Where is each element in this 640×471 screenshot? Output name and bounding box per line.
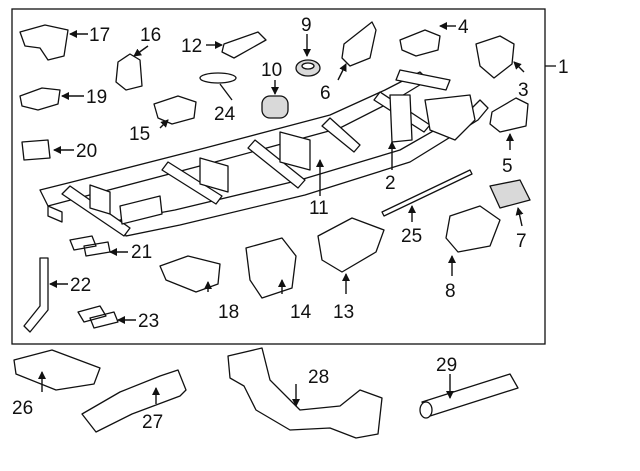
callout-19: 19 [86, 87, 107, 108]
callout-24: 24 [214, 104, 236, 125]
part-4-bracket [399, 29, 441, 57]
part-23-bolts [77, 305, 119, 329]
part-10-mount [261, 95, 289, 119]
part-6-bracket [341, 21, 377, 67]
callout-1: 1 [558, 57, 569, 78]
callout-12: 12 [181, 36, 202, 57]
callout-5: 5 [502, 156, 513, 177]
part-17-bracket [19, 24, 69, 61]
callout-28: 28 [308, 367, 329, 388]
callout-11: 11 [309, 198, 329, 219]
part-29-tube [421, 373, 519, 417]
part-27-crossmember [81, 369, 187, 433]
callout-14: 14 [290, 302, 312, 323]
callout-15: 15 [129, 124, 150, 145]
part-22-bolt [23, 257, 49, 333]
callout-2: 2 [385, 173, 396, 194]
callout-29: 29 [436, 355, 457, 376]
part-3-bracket [475, 35, 515, 79]
callout-9: 9 [301, 15, 312, 36]
part-25-rod [381, 169, 473, 217]
part-16-bracket [115, 53, 143, 91]
callout-13: 13 [333, 302, 354, 323]
callout-26: 26 [12, 398, 33, 419]
part-18-bracket [159, 255, 221, 293]
callout-16: 16 [140, 25, 161, 46]
part-8-bracket [445, 205, 501, 253]
callout-22: 22 [70, 275, 91, 296]
callout-18: 18 [218, 302, 239, 323]
part-15-bracket [153, 95, 197, 125]
callout-17: 17 [89, 25, 110, 46]
callout-21: 21 [131, 242, 152, 263]
part-20-plate [21, 139, 51, 161]
callout-6: 6 [320, 83, 331, 104]
assembly-bracket-box [11, 8, 546, 345]
callout-23: 23 [138, 311, 159, 332]
callout-25: 25 [401, 226, 422, 247]
part-26-skid-plate [13, 349, 101, 391]
part-13-bracket [317, 217, 385, 273]
callout-27: 27 [142, 412, 163, 433]
part-14-bracket [245, 237, 297, 299]
callout-7: 7 [516, 231, 527, 252]
callout-20: 20 [76, 141, 97, 162]
part-7-sleeve [489, 179, 531, 209]
callout-4: 4 [458, 17, 469, 38]
part-5-bracket [489, 97, 529, 133]
part-28-crossmember [227, 347, 383, 439]
callout-8: 8 [445, 281, 456, 302]
frame-assembly [39, 69, 489, 237]
callout-3: 3 [518, 80, 529, 101]
part-12-plate [221, 31, 267, 59]
part-24-cap [199, 72, 237, 84]
part-19-bracket [19, 87, 61, 111]
part-21-bolts [69, 235, 111, 257]
callout-10: 10 [261, 60, 282, 81]
